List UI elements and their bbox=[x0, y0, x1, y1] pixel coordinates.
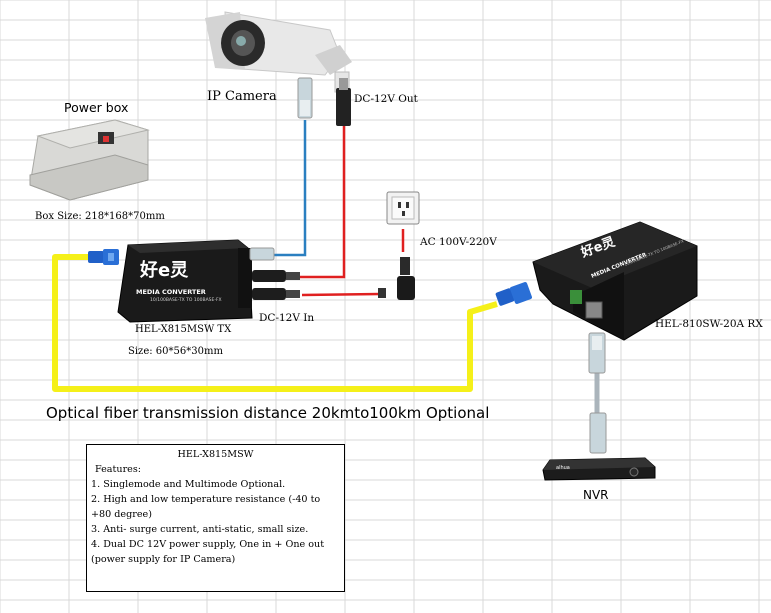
dc-in-cable bbox=[301, 292, 381, 297]
feature-item: 3. Anti- surge current, anti-static, sma… bbox=[91, 524, 309, 535]
camera-rj45-plug bbox=[297, 77, 313, 119]
dc-out-cable bbox=[298, 124, 346, 279]
rx-sc-connector bbox=[495, 282, 532, 306]
power-box-label: Power box bbox=[64, 100, 129, 115]
rx-model-label: HEL-810SW-20A RX bbox=[655, 318, 763, 330]
nvr-brand: alhua bbox=[556, 465, 570, 471]
feature-item: 1. Singlemode and Multimode Optional. bbox=[91, 479, 286, 490]
tx-dc-plugs bbox=[252, 270, 300, 300]
feature-item: 4. Dual DC 12V power supply, One in + On… bbox=[91, 539, 325, 565]
feature-item: 2. High and low temperature resistance (… bbox=[91, 494, 321, 520]
fiber-cable bbox=[52, 254, 498, 392]
power-box-image bbox=[29, 119, 150, 201]
features-heading: Features: bbox=[95, 464, 141, 475]
rx-rj45-plug bbox=[588, 332, 606, 374]
rx-media-converter: 好e灵 MEDIA CONVERTER 10/100BASE-TX TO 100… bbox=[532, 221, 698, 341]
nvr-image: alhua bbox=[542, 412, 656, 481]
tx-sc-connector bbox=[88, 249, 119, 265]
ip-camera-label: IP Camera bbox=[207, 89, 277, 104]
camera-dc-plug bbox=[336, 78, 351, 126]
tx-model-label: HEL-X815MSW TX bbox=[135, 324, 232, 335]
tx-size-label: Size: 60*56*30mm bbox=[128, 346, 223, 357]
box-size-label: Box Size: 218*168*70mm bbox=[35, 211, 165, 222]
tx-media-converter: 好e灵 MEDIA CONVERTER 10/100BASE-TX TO 100… bbox=[117, 239, 253, 323]
tx-rj45-connector bbox=[249, 247, 275, 261]
ip-camera-image bbox=[205, 11, 352, 93]
dc-in-label: DC-12V In bbox=[259, 312, 315, 324]
tx-device-spec: 10/100BASE-TX TO 100BASE-FX bbox=[150, 297, 222, 303]
ac-power-label: AC 100V-220V bbox=[420, 236, 497, 248]
tx-brand: 好e灵 bbox=[139, 259, 189, 281]
wall-outlet-image bbox=[386, 191, 420, 225]
tx-device-name: MEDIA CONVERTER bbox=[136, 288, 206, 296]
nvr-label: NVR bbox=[583, 488, 609, 502]
features-title: HEL-X815MSW bbox=[177, 449, 254, 460]
dc-out-label: DC-12V Out bbox=[354, 93, 418, 105]
fiber-caption: Optical fiber transmission distance 20km… bbox=[46, 404, 490, 422]
features-box: HEL-X815MSW Features: 1. Singlemode and … bbox=[86, 444, 345, 592]
power-adapter-image bbox=[378, 257, 415, 300]
ethernet-cable-camera bbox=[272, 120, 307, 257]
